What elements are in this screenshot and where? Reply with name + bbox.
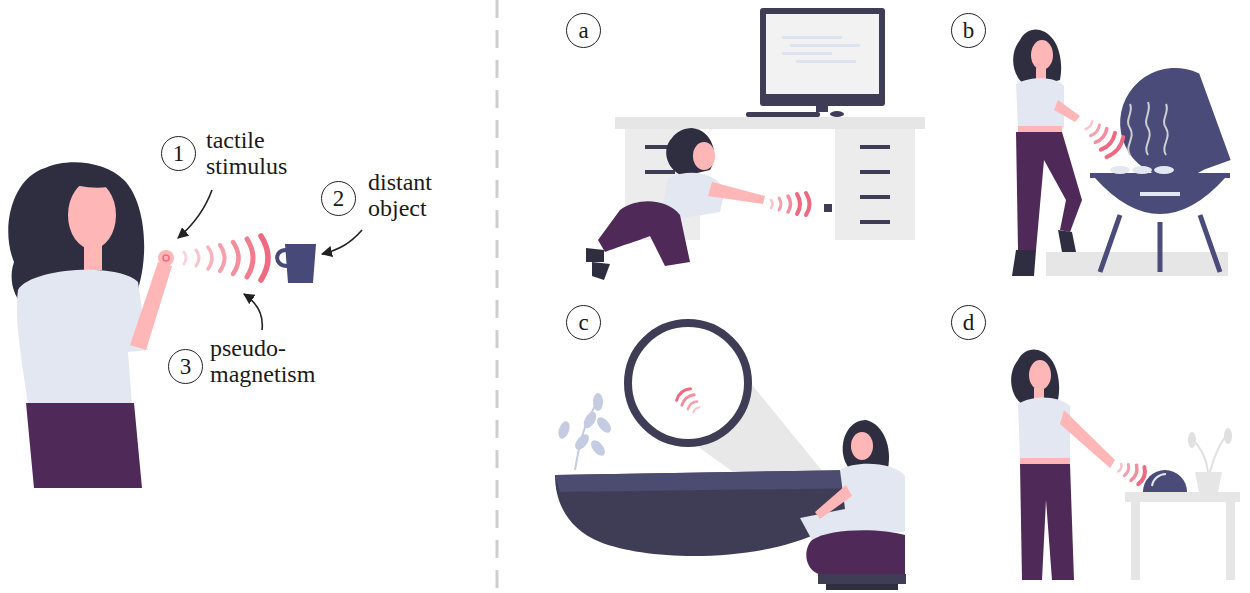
callout-letter: 3: [180, 355, 192, 378]
waves-main: [184, 236, 268, 280]
figure-b: [1012, 29, 1082, 276]
callout-letter: d: [963, 311, 975, 334]
callout-circle: 2: [321, 181, 356, 216]
callout-letter: a: [578, 19, 588, 42]
mug: [277, 244, 316, 283]
annotation-label: tactile stimulus: [206, 128, 346, 180]
annotation-label: pseudo-magnetism: [210, 336, 340, 388]
figure-a: [586, 128, 765, 280]
main-figure: [8, 162, 174, 488]
figure-d: [1011, 349, 1115, 580]
figure-c: [806, 420, 906, 590]
piano: [555, 323, 885, 556]
separator: [496, 0, 499, 593]
callout-circle: d: [951, 305, 986, 340]
callout-letter: b: [963, 19, 975, 42]
waves-c: [675, 387, 704, 416]
plant-c: [556, 393, 613, 470]
table-scene: [1125, 428, 1240, 580]
waves-a: [771, 193, 810, 215]
waves-d: [1117, 459, 1148, 485]
grill-scene: [1046, 58, 1231, 276]
callout-circle: c: [566, 305, 601, 340]
callout-circle: b: [951, 13, 986, 48]
waves-b: [1080, 115, 1125, 159]
callout-circle: 3: [168, 349, 203, 384]
callout-letter: 2: [333, 187, 345, 210]
callout-circle: a: [566, 13, 601, 48]
callout-letter: c: [578, 311, 588, 334]
callout-circle: 1: [161, 136, 196, 171]
callout-letter: 1: [173, 142, 185, 165]
annotation-label: distant object: [368, 170, 478, 222]
